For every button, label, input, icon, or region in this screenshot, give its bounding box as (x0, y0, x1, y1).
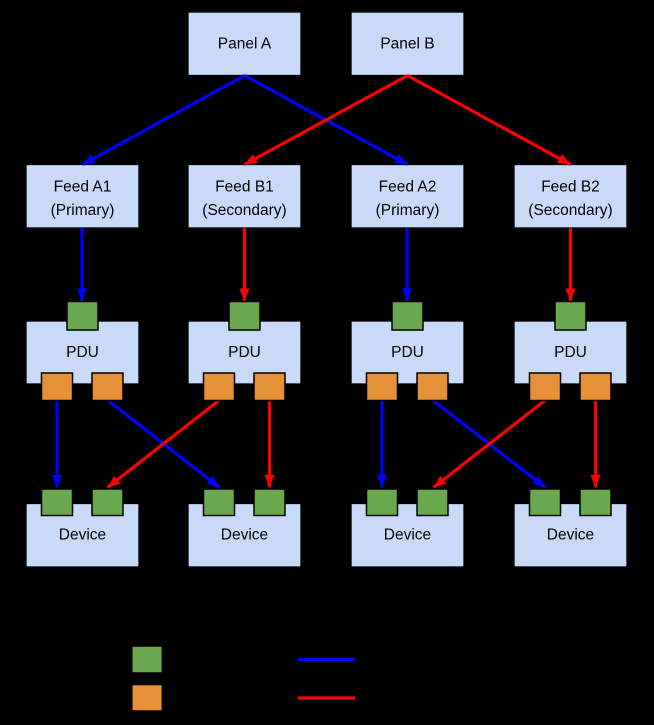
svg-text:Feed B2: Feed B2 (541, 179, 600, 196)
svg-text:Device: Device (384, 527, 431, 544)
svg-text:Feed B1: Feed B1 (215, 179, 274, 196)
svg-text:Feed A1: Feed A1 (54, 179, 112, 196)
svg-text:(Secondary): (Secondary) (528, 202, 612, 219)
svg-text:(Secondary): (Secondary) (202, 202, 286, 219)
svg-text:(Primary): (Primary) (51, 202, 115, 219)
svg-text:(Primary): (Primary) (376, 202, 440, 219)
svg-text:Device: Device (221, 527, 268, 544)
svg-text:Device: Device (547, 527, 594, 544)
svg-text:PDU: PDU (391, 344, 424, 361)
svg-text:Feed A2: Feed A2 (379, 179, 437, 196)
svg-text:PDU: PDU (554, 344, 587, 361)
svg-text:Device: Device (59, 527, 106, 544)
svg-text:PDU: PDU (228, 344, 261, 361)
svg-text:Panel A: Panel A (218, 35, 272, 52)
svg-text:PDU: PDU (66, 344, 99, 361)
svg-text:Panel B: Panel B (380, 35, 434, 52)
